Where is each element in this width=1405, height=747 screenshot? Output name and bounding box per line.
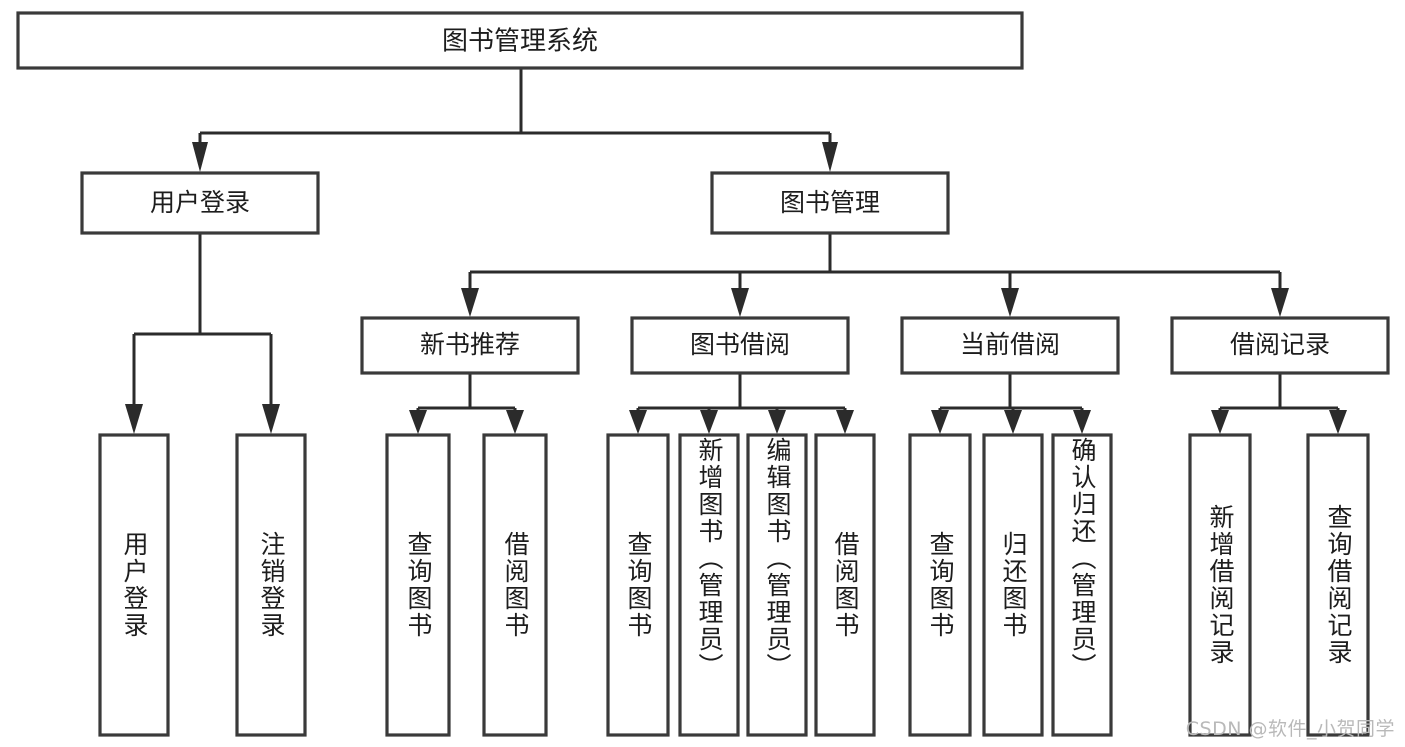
leaf-query-book-3-rect[interactable] [908, 433, 972, 737]
arrowhead-leaf-query-book-2 [629, 410, 647, 434]
leaf-add-book-rect[interactable] [678, 433, 740, 737]
arrowhead-leaf-borrow-book-1 [506, 410, 524, 434]
arrowhead-borrow-record [1271, 288, 1289, 317]
node-borrow-record[interactable]: 借阅记录 [1170, 316, 1390, 375]
node-book-borrow[interactable]: 图书借阅 [630, 316, 850, 375]
node-user-login[interactable]: 用户登录 [80, 171, 320, 235]
arrowhead-leaf-confirm-return [1073, 410, 1091, 434]
leaf-confirm-return-rect[interactable] [1051, 433, 1113, 737]
connector-layer [125, 68, 1347, 434]
leaf-query-record-rect[interactable] [1306, 433, 1370, 737]
leaf-edit-book-rect[interactable] [746, 433, 808, 737]
node-user-login-label: 用户登录 [150, 188, 250, 217]
node-borrow-record-label: 借阅记录 [1230, 330, 1330, 359]
node-user-login-rect[interactable] [80, 171, 320, 235]
arrowhead-leaf-edit-book [768, 410, 786, 434]
arrowhead-leaf-borrow-book-2 [836, 410, 854, 434]
node-new-book-rec-rect[interactable] [360, 316, 580, 375]
arrowhead-book-manage [822, 142, 838, 172]
leaf-borrow-book-1-rect[interactable] [482, 433, 548, 737]
node-root-rect[interactable] [16, 11, 1024, 70]
arrowhead-leaf-query-book-3 [931, 410, 949, 434]
arrowhead-new-book-rec [461, 288, 479, 317]
arrowhead-leaf-logout [262, 404, 280, 434]
leaf-return-book-rect[interactable] [982, 433, 1044, 737]
arrowhead-leaf-add-book [700, 410, 718, 434]
arrowhead-leaf-query-book-1 [409, 410, 427, 434]
node-root[interactable]: 图书管理系统 [16, 11, 1024, 70]
node-book-manage-rect[interactable] [710, 171, 950, 235]
leaf-user-login-rect[interactable] [98, 433, 170, 737]
node-book-manage[interactable]: 图书管理 [710, 171, 950, 235]
node-current-borrow-rect[interactable] [900, 316, 1120, 375]
arrowhead-user-login [192, 142, 208, 172]
node-current-borrow-label: 当前借阅 [960, 330, 1060, 359]
node-book-manage-label: 图书管理 [780, 188, 880, 217]
node-book-borrow-rect[interactable] [630, 316, 850, 375]
leaf-query-book-2-rect[interactable] [606, 433, 670, 737]
arrowhead-current-borrow [1001, 288, 1019, 317]
node-root-label: 图书管理系统 [442, 27, 598, 57]
leaf-query-book-1-rect[interactable] [385, 433, 451, 737]
node-borrow-record-rect[interactable] [1170, 316, 1390, 375]
arrowhead-leaf-add-record [1211, 410, 1229, 434]
node-book-borrow-label: 图书借阅 [690, 330, 790, 359]
leaf-logout-rect[interactable] [235, 433, 307, 737]
node-current-borrow[interactable]: 当前借阅 [900, 316, 1120, 375]
arrowhead-leaf-query-record [1329, 410, 1347, 434]
node-layer: 图书管理系统 用户登录 图书管理 新书推荐 图书借阅 当前 [16, 11, 1390, 737]
node-new-book-rec[interactable]: 新书推荐 [360, 316, 580, 375]
csdn-watermark: CSDN @软件_小贺同学 [1185, 718, 1395, 740]
arrowhead-book-borrow [731, 288, 749, 317]
arrowhead-leaf-return-book [1004, 410, 1022, 434]
node-new-book-rec-label: 新书推荐 [420, 330, 520, 359]
leaf-add-record-rect[interactable] [1188, 433, 1252, 737]
arrowhead-leaf-user-login [125, 404, 143, 434]
leaf-borrow-book-2-rect[interactable] [814, 433, 876, 737]
